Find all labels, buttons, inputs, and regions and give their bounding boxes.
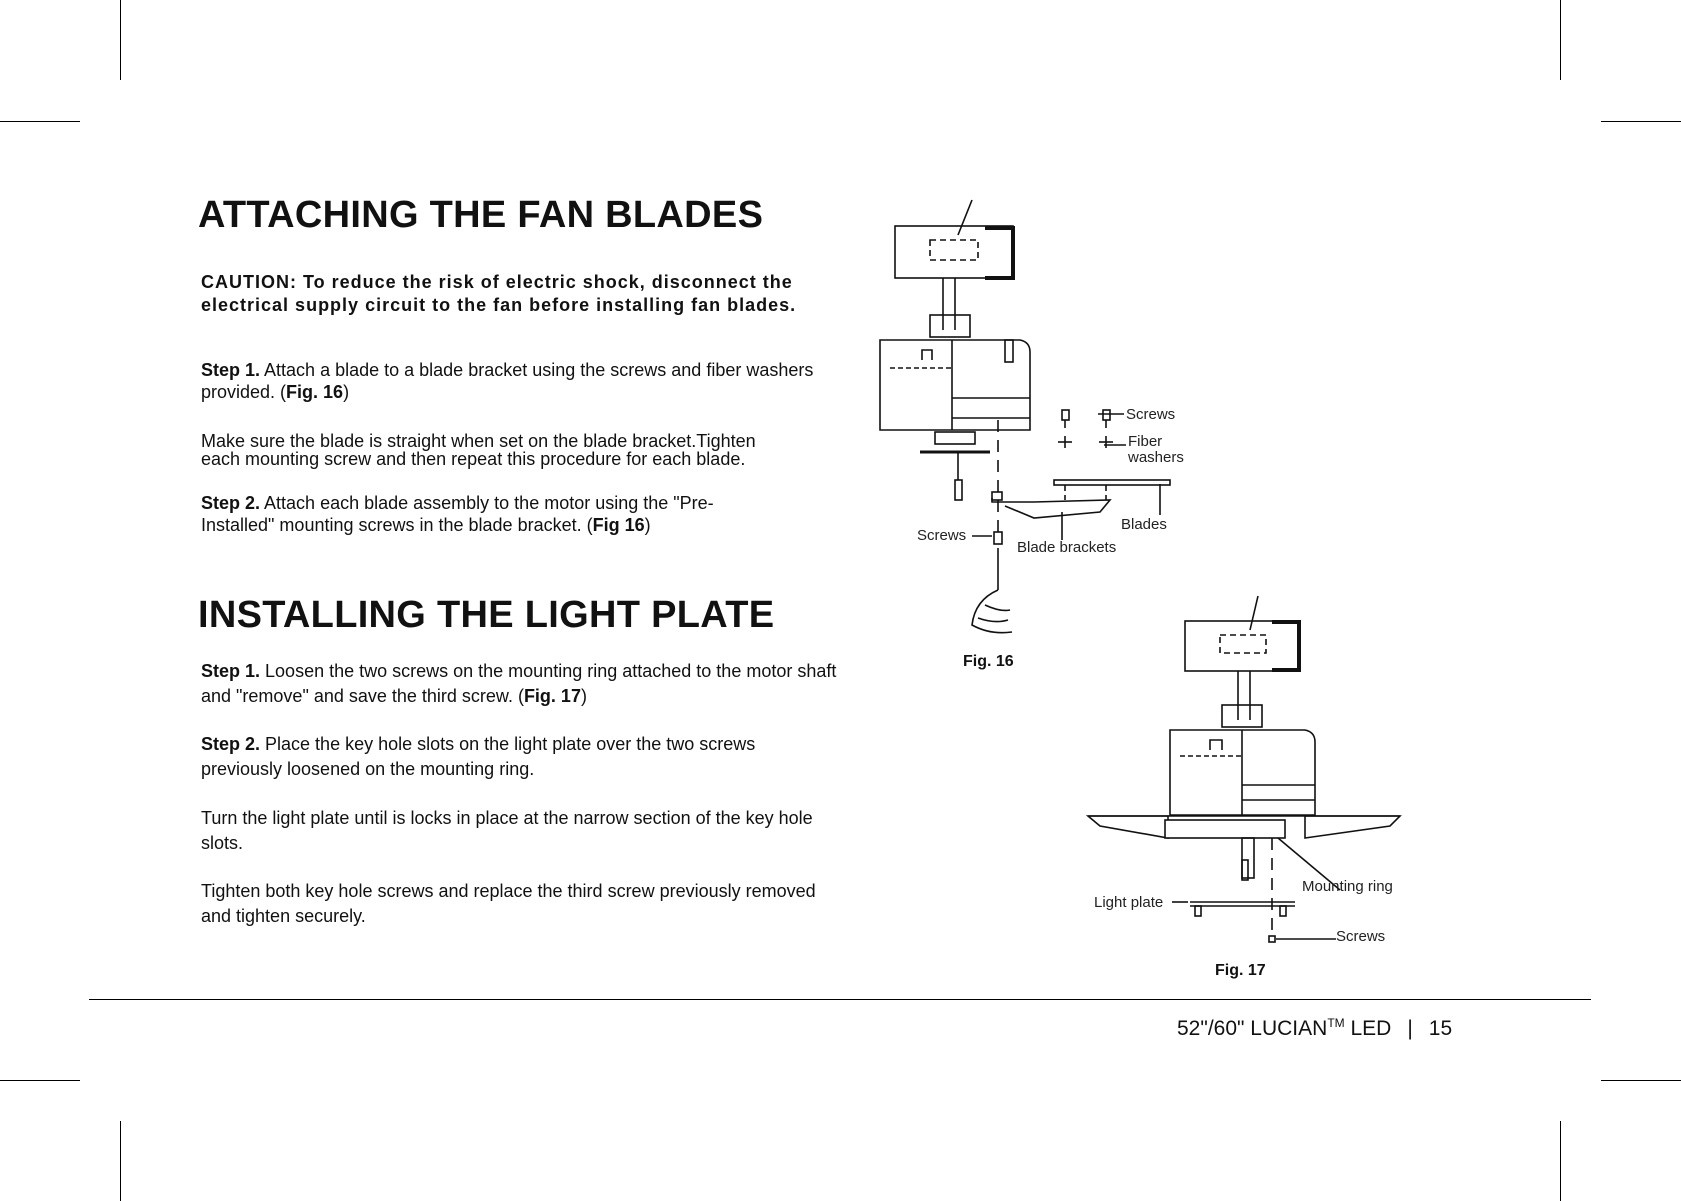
footer-suffix: LED	[1344, 1017, 1392, 1040]
fig17-drawing	[1085, 595, 1402, 943]
crop-mark	[1560, 1121, 1561, 1201]
label-screws-left: Screws	[917, 527, 966, 544]
step-text: Attach a blade to a blade bracket using …	[201, 360, 814, 402]
fig-ref: Fig. 17	[523, 686, 581, 706]
step-text: Attach each blade assembly to the motor …	[201, 493, 714, 535]
step-label: Step 1.	[201, 661, 261, 681]
crop-mark	[1601, 121, 1681, 122]
paren: )	[343, 382, 350, 402]
step-label: Step 2.	[201, 493, 261, 513]
paren: )	[644, 515, 651, 535]
step-label: Step 2.	[201, 734, 261, 754]
section-title-light-plate: INSTALLING THE LIGHT PLATE	[198, 594, 775, 636]
footer-separator: |	[1407, 1017, 1413, 1040]
step-text: Loosen the two screws on the mounting ri…	[201, 661, 837, 706]
fig-ref: Fig. 16	[286, 382, 344, 402]
label-screws-top: Screws	[1126, 406, 1175, 423]
tighten-screws-text: Tighten both key hole screws and replace…	[201, 881, 816, 926]
footer-rule	[89, 999, 1591, 1000]
step1-blades: Step 1. Attach a blade to a blade bracke…	[201, 359, 841, 403]
note-line: each mounting screw and then repeat this…	[201, 449, 746, 469]
fig16-drawing	[879, 199, 1171, 634]
crop-mark	[120, 1121, 121, 1201]
label-washers: washers	[1127, 449, 1184, 466]
note-line: Make sure the blade is straight when set…	[201, 431, 756, 451]
assembly-diagrams: Screws Fiber washers Blades Screws Blade…	[879, 199, 1402, 979]
paren: )	[580, 686, 587, 706]
turn-plate-text: Turn the light plate until is locks in p…	[201, 808, 813, 853]
label-fiber: Fiber	[1128, 433, 1162, 450]
caution-text: CAUTION: To reduce the risk of electric …	[201, 272, 797, 315]
step1-light-plate: Step 1. Loosen the two screws on the mou…	[201, 659, 841, 709]
page-number: 15	[1428, 1017, 1453, 1040]
crop-mark	[0, 121, 80, 122]
step-label: Step 1.	[201, 360, 261, 380]
label-screws: Screws	[1336, 928, 1385, 945]
crop-mark	[120, 0, 121, 80]
step2-light-plate: Step 2. Place the key hole slots on the …	[201, 732, 801, 782]
crop-mark	[1601, 1080, 1681, 1081]
label-blade-brackets: Blade brackets	[1017, 539, 1116, 556]
section-title-attaching-blades: ATTACHING THE FAN BLADES	[198, 194, 764, 236]
fig16-caption: Fig. 16	[963, 653, 1014, 670]
step-text: Place the key hole slots on the light pl…	[201, 734, 756, 779]
label-blades: Blades	[1121, 516, 1167, 533]
page-footer: 52"/60" LUCIANTM LED | 15	[1177, 1016, 1452, 1041]
crop-mark	[0, 1080, 80, 1081]
step2-blades: Step 2. Attach each blade assembly to th…	[201, 492, 761, 536]
fig-ref: Fig 16	[592, 515, 645, 535]
label-light-plate: Light plate	[1094, 894, 1163, 911]
straight-blade-note: Make sure the blade is straight when set…	[201, 432, 841, 468]
trademark: TM	[1327, 1016, 1345, 1030]
fig17-caption: Fig. 17	[1215, 962, 1266, 979]
crop-mark	[1560, 0, 1561, 80]
label-mounting-ring: Mounting ring	[1302, 878, 1393, 895]
footer-model: 52"/60" LUCIAN	[1177, 1017, 1328, 1040]
